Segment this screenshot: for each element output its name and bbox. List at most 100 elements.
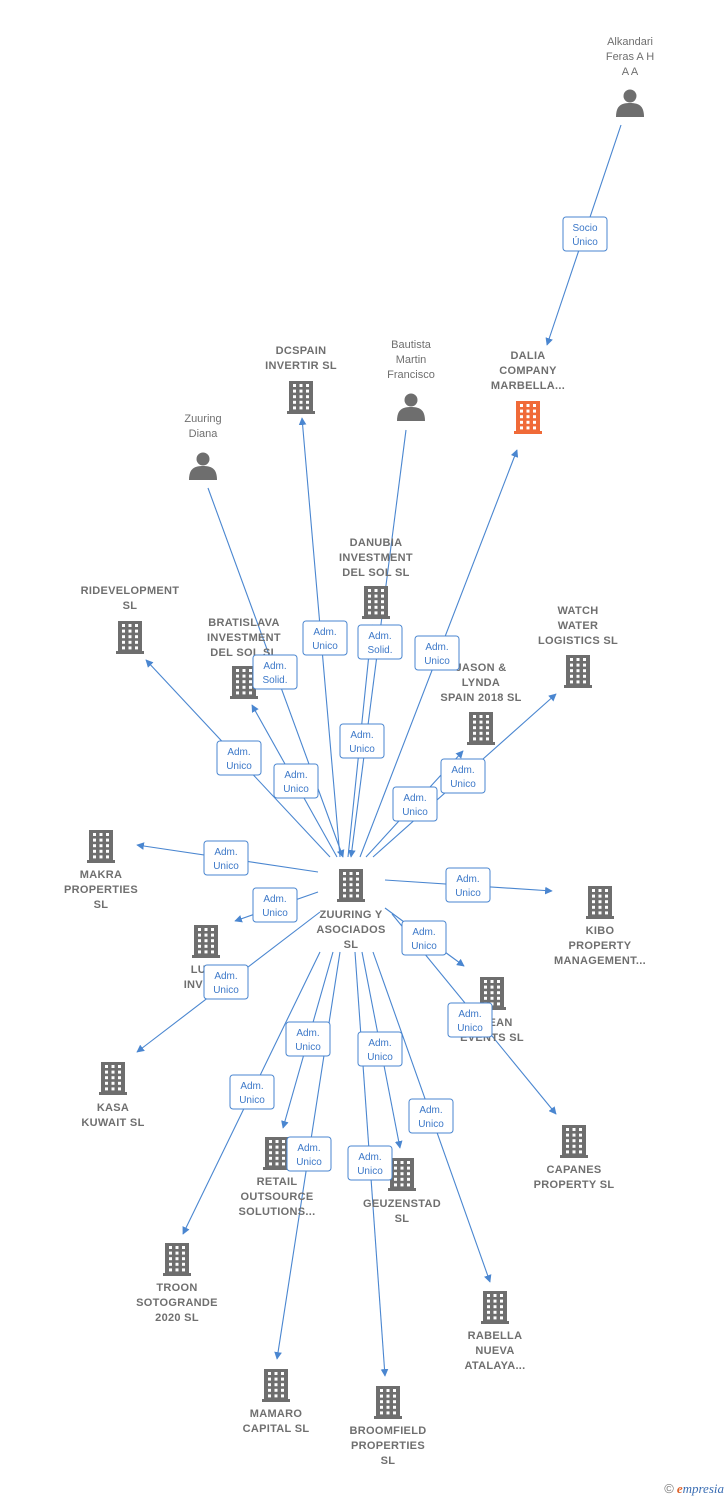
building-window [497, 991, 500, 995]
edge-badge-line: Adm. [263, 894, 286, 905]
building-window [118, 1081, 121, 1085]
building-window [211, 950, 214, 954]
edge-badge-box [339, 723, 385, 759]
edge-badge[interactable]: Adm.Unico [347, 1145, 393, 1181]
edge-badge-line: Unico [411, 941, 437, 952]
building-window [566, 1144, 569, 1148]
edge-badge[interactable]: Adm.Unico [392, 786, 438, 822]
edge-badge[interactable]: Adm.Unico [440, 758, 486, 794]
edge-badge[interactable]: Adm.Unico [203, 840, 249, 876]
building-window [281, 1372, 284, 1375]
building-window [473, 726, 476, 730]
edge-badge[interactable]: Adm.Unico [414, 635, 460, 671]
edge-badge[interactable]: Adm.Unico [203, 964, 249, 1000]
edge-badge[interactable]: Adm.Unico [285, 1021, 331, 1057]
building-window [356, 872, 359, 875]
building-window [135, 629, 138, 633]
edge-badge[interactable]: Adm.Unico [252, 887, 298, 923]
building-icon [287, 381, 315, 414]
building-window [211, 933, 214, 937]
building-window [572, 1150, 576, 1154]
edge-badge-label: Adm.Unico [349, 730, 375, 755]
building-window [394, 1161, 397, 1164]
node-label-line: SL [395, 1213, 410, 1225]
edge-badge[interactable]: Adm.Solid. [357, 624, 403, 660]
building-window [293, 406, 296, 410]
edge-badge[interactable]: Adm.Unico [447, 1002, 493, 1038]
building-window [386, 1405, 390, 1409]
edge-badge[interactable]: Adm.Unico [216, 740, 262, 776]
edge-badge[interactable]: Adm.Unico [339, 723, 385, 759]
building-window [269, 1156, 272, 1160]
edge-badge-line: Adm. [456, 874, 479, 885]
node-label-line: Martin [396, 354, 427, 366]
building-window [487, 1305, 490, 1309]
building-window [473, 715, 476, 718]
building-icon [564, 655, 592, 688]
building-window [211, 928, 214, 931]
node-label-line: MANAGEMENT... [554, 955, 646, 967]
building-window [99, 833, 103, 836]
node-label-line: PROPERTY [569, 940, 632, 952]
edge-badge[interactable]: Adm.Unico [302, 620, 348, 656]
footer-brand[interactable]: ©empresia [664, 1481, 724, 1497]
building-window [576, 680, 580, 684]
edge-badge-line: Unico [455, 888, 481, 899]
building-window [598, 889, 602, 892]
building-window [275, 1156, 279, 1160]
building-window [381, 589, 384, 592]
edge-badge[interactable]: Adm.Unico [357, 1031, 403, 1067]
building-window [566, 1150, 569, 1154]
building-window [570, 674, 573, 678]
edge-badge[interactable]: Adm.Unico [273, 763, 319, 799]
edge-badge[interactable]: Adm.Unico [408, 1098, 454, 1134]
edge-badge-label: Adm.Unico [239, 1081, 265, 1106]
edge-badge[interactable]: Adm.Unico [286, 1136, 332, 1172]
building-window [570, 658, 573, 661]
edge-badge-line: Unico [213, 985, 239, 996]
edge-badge[interactable]: Adm.Unico [401, 920, 447, 956]
node-label-line: DCSPAIN [276, 345, 327, 357]
building-window [605, 900, 608, 904]
edge-badge-label: Adm.Solid. [262, 661, 287, 686]
edge-badge[interactable]: Adm.Solid. [252, 654, 298, 690]
building-window [105, 1087, 108, 1091]
building-window [486, 737, 489, 741]
building-base [374, 1416, 402, 1419]
building-window [400, 1177, 404, 1181]
edge-badge-box [408, 1098, 454, 1134]
building-icon [116, 621, 144, 654]
building-window [269, 1151, 272, 1155]
building-window [479, 731, 483, 735]
node-label-line: TROON [156, 1282, 197, 1294]
building-icon [374, 1386, 402, 1419]
edge-badge[interactable]: Adm. Unico [445, 867, 491, 903]
building-window [282, 1151, 285, 1155]
building-window [479, 715, 483, 718]
edge-badge[interactable]: Adm.Unico [229, 1074, 275, 1110]
person-head [623, 89, 637, 103]
